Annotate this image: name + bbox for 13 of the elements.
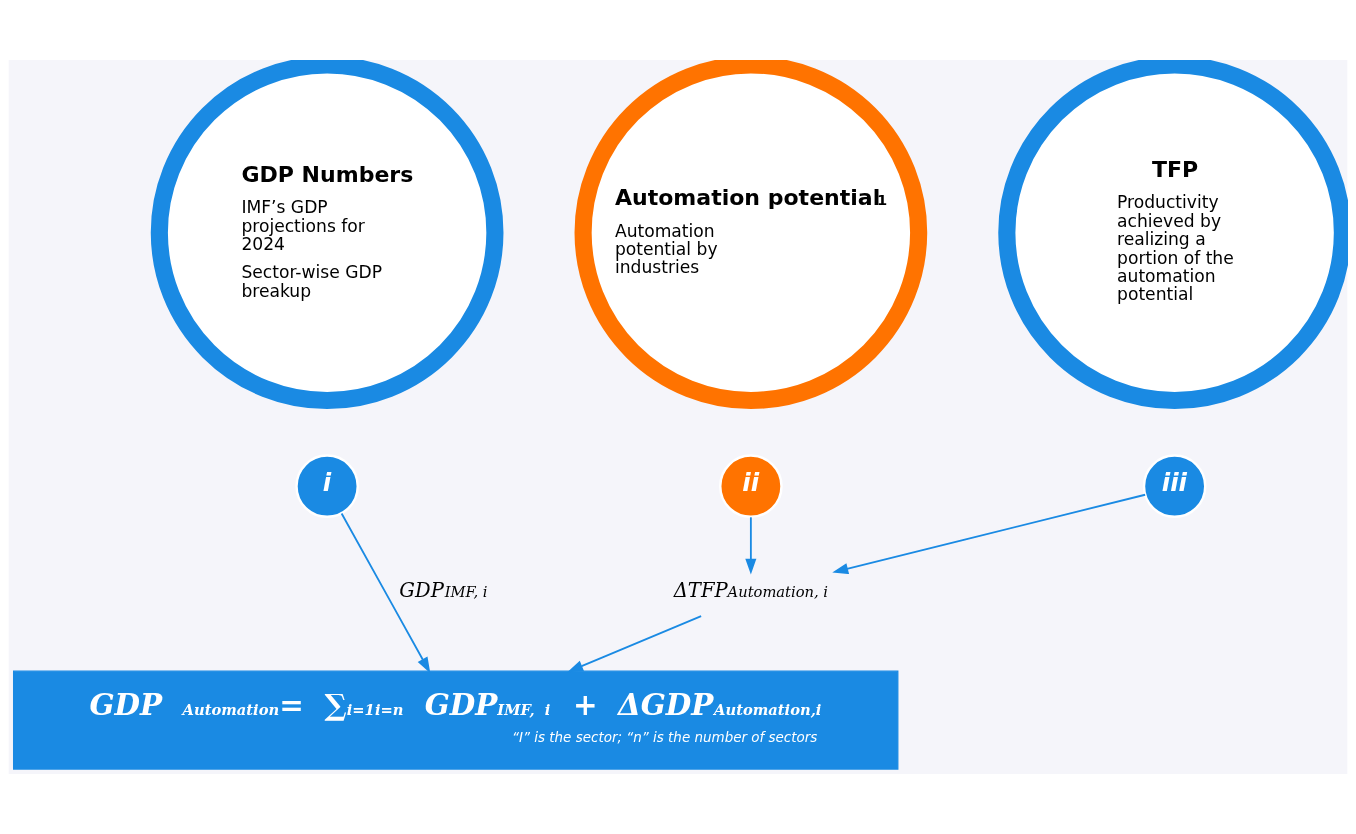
arrow — [832, 493, 1147, 575]
edge-label: GDPIMF, i — [399, 579, 488, 603]
node-circle: i — [295, 454, 359, 519]
arrow — [567, 615, 703, 673]
node-circle: GDP Numbers IMF’s GDP projections for 2024 Sector-wise GDP breakup — [150, 60, 504, 410]
arrow — [340, 512, 431, 674]
node-circle: Automation potential1 Automation potential by industries — [574, 60, 928, 410]
node-circle: iii — [1142, 454, 1207, 519]
node-box: GDP Automation= ∑i=1i=n GDPIMF, i + ΔGDPAutomation,i “I” is the sector; “n” is the number of sectors — [13, 670, 899, 770]
node-text: ΔTFPAutomation, i — [673, 579, 829, 603]
node-circle: TFP Productivity achieved by realizing a portion of the automation potential — [998, 60, 1348, 410]
arrow — [745, 516, 757, 575]
node-circle: ii — [719, 454, 783, 519]
